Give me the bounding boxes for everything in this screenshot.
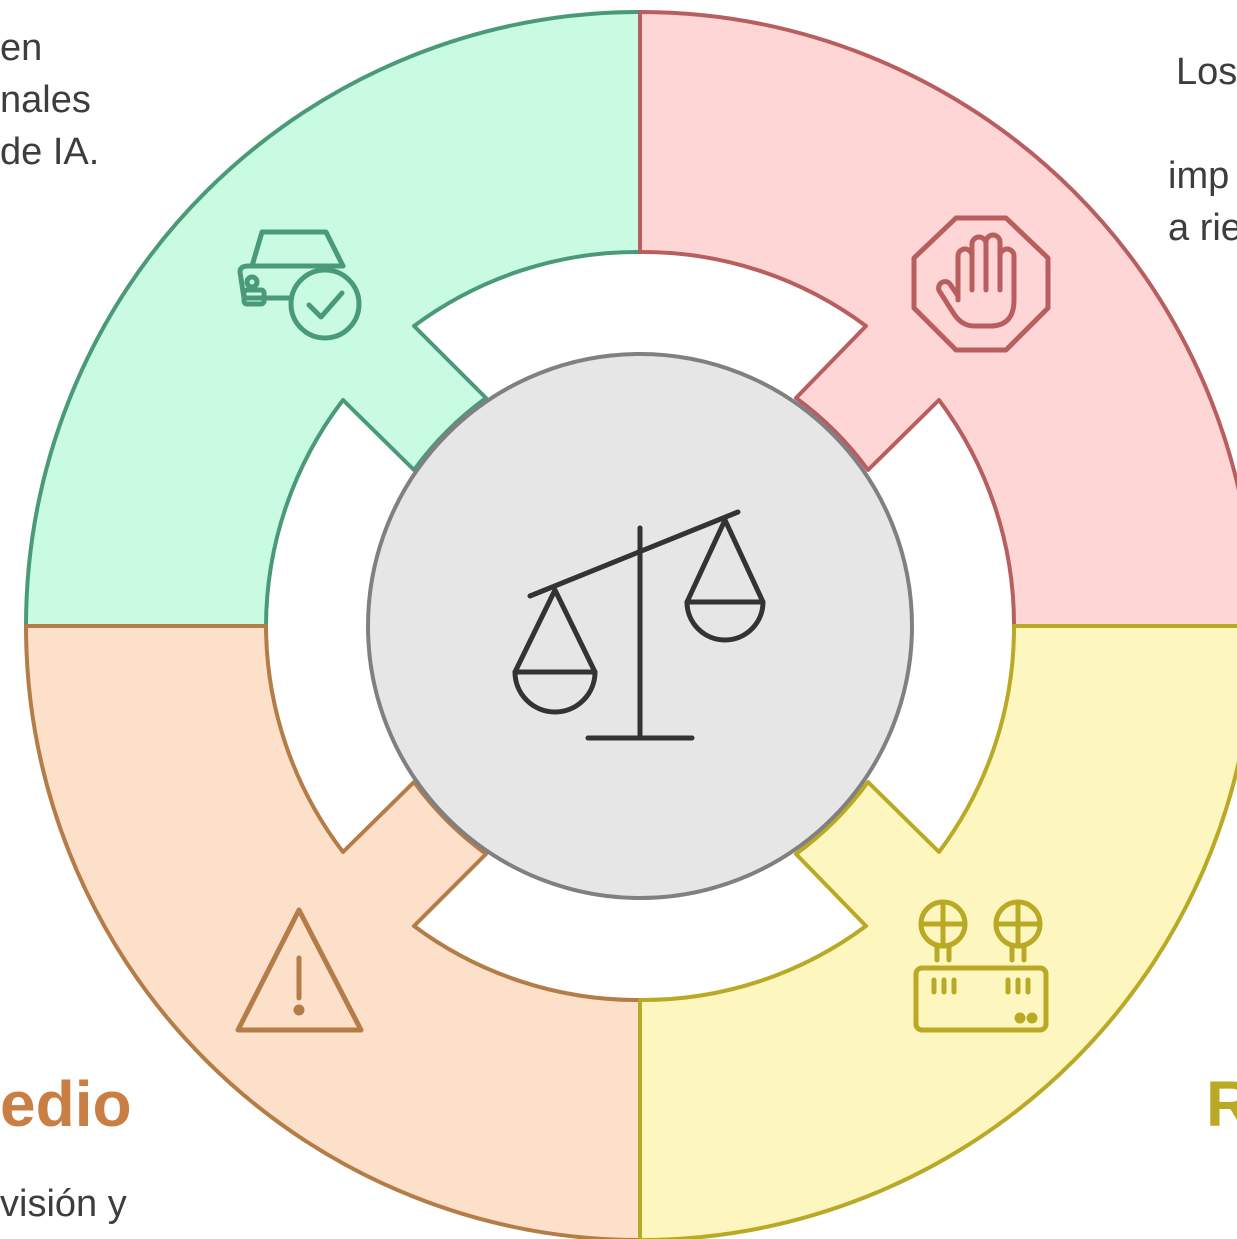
top-left-line-2: nales bbox=[0, 79, 91, 121]
top-right-line-3: a rie bbox=[1168, 207, 1237, 249]
top-right-line-1: Los bbox=[1176, 51, 1237, 93]
stop-hand-icon bbox=[911, 215, 1051, 353]
bottom-left-title: edio bbox=[0, 1068, 132, 1140]
warning-triangle-icon bbox=[235, 907, 364, 1033]
top-left-line-1: en bbox=[0, 27, 43, 69]
bottom-left-body: visión y bbox=[0, 1183, 127, 1225]
control-panel-icon bbox=[913, 899, 1049, 1033]
top-right-text: imp a rie bbox=[1168, 150, 1237, 254]
top-left-line-3: de IA. bbox=[0, 131, 100, 173]
segment-yellow bbox=[638, 624, 1237, 1239]
top-right-line-2: imp bbox=[1168, 155, 1230, 197]
segment-red bbox=[638, 10, 1237, 628]
bottom-right-title: R bbox=[1206, 1068, 1237, 1140]
balance-scale-icon bbox=[512, 509, 766, 741]
segment-orange bbox=[24, 624, 642, 1239]
car-check-icon bbox=[237, 229, 362, 341]
top-left-text: en nales de IA. bbox=[0, 22, 140, 178]
